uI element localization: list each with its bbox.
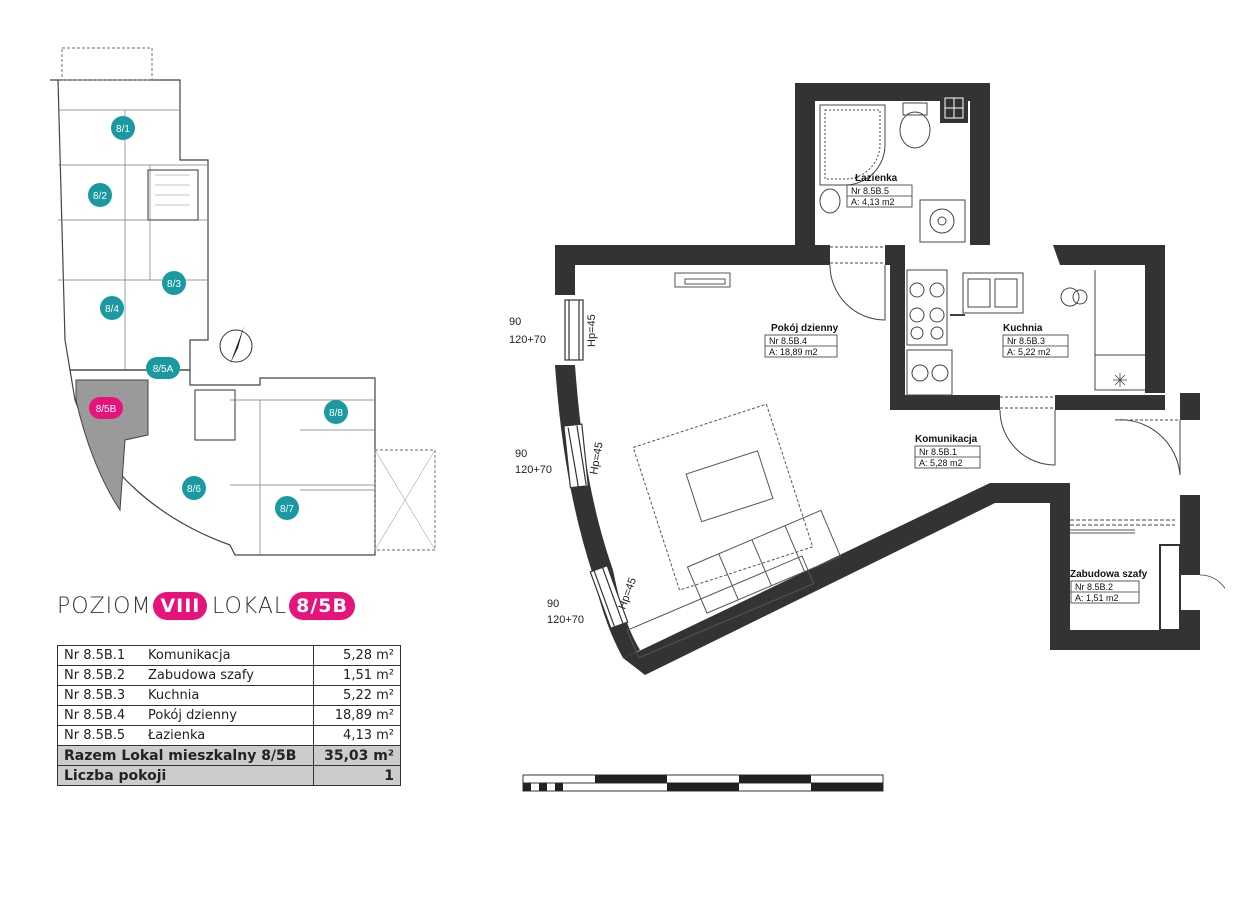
compass-icon [219,326,253,364]
rooms-count: 1 [313,765,401,786]
windows [563,299,629,630]
window-height: 120+70 [509,334,546,346]
unit-label: 8/5B [96,404,117,415]
window-width: 90 [547,598,559,610]
level-badge: VIII [153,592,208,620]
room-number: Nr 8.5B.3 [1007,336,1045,346]
total-area: 35,03 m² [313,745,401,766]
unit-badge[interactable]: 8/2 [88,183,112,207]
table-row: Nr 8.5B.5 Łazienka 4,13 m² [57,725,401,746]
unit-badge[interactable]: 8/7 [275,496,299,520]
unit-badge[interactable]: 8/5A [146,357,180,379]
doors [829,246,1225,590]
table-row: Nr 8.5B.4 Pokój dzienny 18,89 m² [57,705,401,726]
rooms-label: Liczba pokoji [57,765,314,786]
level-word: POZIOM [57,593,152,619]
scale-bar [522,774,884,792]
room-name: Komunikacja [915,434,978,445]
room-label-hall: Komunikacja Nr 8.5B.1 A: 5,28 m2 [914,434,981,469]
room-label-wardrobe: Zabudowa szafy Nr 8.5B.2 A: 1,51 m2 [1070,569,1148,604]
unit-label: 8/8 [329,408,343,419]
room-name: Komunikacja [142,645,314,666]
room-number: Nr 8.5B.4 [769,336,807,346]
kitchen-fixtures [906,269,1145,396]
window-height: 120+70 [547,614,584,626]
room-number: Nr 8.5B.5 [851,186,889,196]
window-sill: Hp=45 [588,441,606,475]
unit-label: 8/1 [116,124,130,135]
window-annotations: 90 120+70 Hp=45 90 120+70 Hp=45 90 120+7… [509,314,639,626]
room-area: 18,89 m² [313,705,401,726]
area-table: Nr 8.5B.1 Komunikacja 5,28 m² Nr 8.5B.2 … [57,645,401,786]
room-code: Nr 8.5B.2 [57,665,142,686]
unit-label: 8/3 [167,279,181,290]
table-row: Nr 8.5B.2 Zabudowa szafy 1,51 m² [57,665,401,686]
room-label-living: Pokój dzienny Nr 8.5B.4 A: 18,89 m2 [764,323,839,358]
room-name: Pokój dzienny [771,323,839,334]
total-row: Razem Lokal mieszkalny 8/5B 35,03 m² [57,745,401,766]
room-code: Nr 8.5B.3 [57,685,142,706]
room-name: Pokój dzienny [142,705,314,726]
unit-badge[interactable]: 8/8 [324,400,348,424]
unit-heading: LOKAL 8/5B [212,592,356,620]
room-label-bath: Łazienka Nr 8.5B.5 A: 4,13 m2 [846,173,913,208]
window-width: 90 [509,316,521,328]
window-height: 120+70 [515,464,552,476]
room-area: A: 18,89 m2 [769,347,818,357]
unit-badge[interactable]: 8/3 [162,271,186,295]
room-code: Nr 8.5B.1 [57,645,142,666]
unit-label: 8/6 [187,484,201,495]
room-area: 5,28 m² [313,645,401,666]
unit-label: 8/2 [93,191,107,202]
unit-label: 8/4 [105,304,119,315]
room-area: A: 5,22 m2 [1007,347,1051,357]
room-name: Łazienka [142,725,314,746]
walls [555,83,1200,675]
level-heading: POZIOM VIII [57,592,208,620]
floor-plan: 90 120+70 Hp=45 90 120+70 Hp=45 90 120+7… [509,83,1225,792]
room-area: A: 4,13 m2 [851,197,895,207]
unit-label: 8/5A [153,364,174,375]
unit-badge[interactable]: 8/1 [111,116,135,140]
room-area: 4,13 m² [313,725,401,746]
unit-badge[interactable]: 8/5B [89,397,123,419]
room-name: Łazienka [855,173,898,184]
room-code: Nr 8.5B.5 [57,725,142,746]
bathroom-fixtures [819,102,966,243]
unit-label: 8/7 [280,504,294,515]
room-name: Zabudowa szafy [1070,569,1148,580]
shaft-icon [944,97,964,119]
unit-badge-heading: 8/5B [289,592,356,620]
table-row: Nr 8.5B.3 Kuchnia 5,22 m² [57,685,401,706]
room-number: Nr 8.5B.1 [919,447,957,457]
room-area: 5,22 m² [313,685,401,706]
room-name: Zabudowa szafy [142,665,314,686]
room-name: Kuchnia [142,685,314,706]
key-plan: 8/1 8/2 8/3 8/4 8/5A 8/5B 8/6 8/7 [50,47,436,556]
room-area: A: 5,28 m2 [919,458,963,468]
total-label: Razem Lokal mieszkalny 8/5B [57,745,314,766]
unit-badge[interactable]: 8/4 [100,296,124,320]
table-row: Nr 8.5B.1 Komunikacja 5,28 m² [57,645,401,666]
room-area: A: 1,51 m2 [1075,593,1119,603]
window-sill: Hp=45 [586,314,598,347]
rooms-row: Liczba pokoji 1 [57,765,401,786]
room-code: Nr 8.5B.4 [57,705,142,726]
room-number: Nr 8.5B.2 [1075,582,1113,592]
window-width: 90 [515,448,527,460]
unit-badge[interactable]: 8/6 [182,476,206,500]
unit-word: LOKAL [212,593,288,619]
room-name: Kuchnia [1003,323,1043,334]
window-sill: Hp=45 [617,576,639,611]
room-label-kitchen: Kuchnia Nr 8.5B.3 A: 5,22 m2 [1002,323,1069,358]
room-area: 1,51 m² [313,665,401,686]
